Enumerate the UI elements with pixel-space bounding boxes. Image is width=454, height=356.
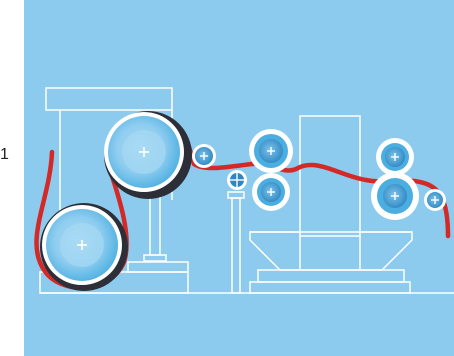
plus-icon [267, 188, 275, 196]
plus-icon [391, 153, 399, 161]
press-roller-left-top [249, 129, 293, 173]
plus-icon [431, 196, 439, 204]
plus-icon [139, 147, 149, 157]
crosshair-roller [227, 170, 247, 190]
crosshair-icon [230, 173, 244, 187]
unwind-roll-upper [104, 111, 192, 199]
press-roller-right-top [376, 138, 414, 176]
press-roller-left-bottom [252, 173, 290, 211]
guide-roller-exit [424, 189, 446, 211]
plus-icon [267, 147, 275, 155]
guide-roller-1 [192, 144, 216, 168]
unwind-roll-lower [40, 203, 128, 291]
guide-post [227, 191, 245, 294]
plus-icon [200, 152, 208, 160]
diagram-panel [24, 0, 454, 356]
press-roller-right-bottom [371, 172, 419, 220]
press-body [249, 115, 413, 294]
plus-icon [77, 240, 87, 250]
plus-icon [391, 192, 399, 200]
figure-number-label: 1 [0, 146, 9, 163]
